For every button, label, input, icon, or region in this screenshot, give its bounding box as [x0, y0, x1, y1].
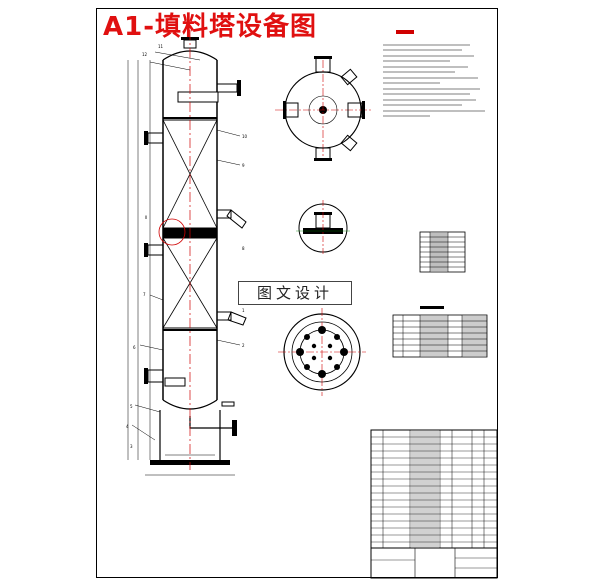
drawing-title: A1-填料塔设备图: [103, 12, 318, 42]
part-number-3: 3: [130, 444, 133, 449]
part-number-10: 10: [242, 134, 248, 139]
part-number-7: 7: [143, 292, 146, 297]
part-number-4: 4: [126, 424, 129, 429]
nozzle-orientation-view: [275, 56, 372, 161]
parts-list-title-block: [370, 429, 498, 579]
section-label-ii: II: [145, 215, 147, 220]
tower-elevation: [127, 30, 247, 476]
watermark-label: 图文设计: [238, 281, 352, 305]
part-number-2: 2: [242, 343, 245, 348]
part-number-9: 9: [242, 163, 245, 168]
nozzle-table: [419, 231, 466, 273]
part-number-6: 6: [133, 345, 136, 350]
part-number-5: 5: [130, 404, 133, 409]
technical-requirements-block: [383, 30, 485, 117]
distributor-plate-view: [278, 308, 366, 396]
part-number-12: 12: [142, 52, 148, 57]
detail-view-ii: [296, 200, 350, 256]
part-number-labels: 12 11 10 9 8 7 6 5 4 3 2 1 II: [126, 44, 248, 449]
part-number-8: 8: [242, 246, 245, 251]
design-data-table: [392, 306, 488, 358]
part-number-11: 11: [158, 44, 164, 49]
part-number-1: 1: [242, 308, 245, 313]
